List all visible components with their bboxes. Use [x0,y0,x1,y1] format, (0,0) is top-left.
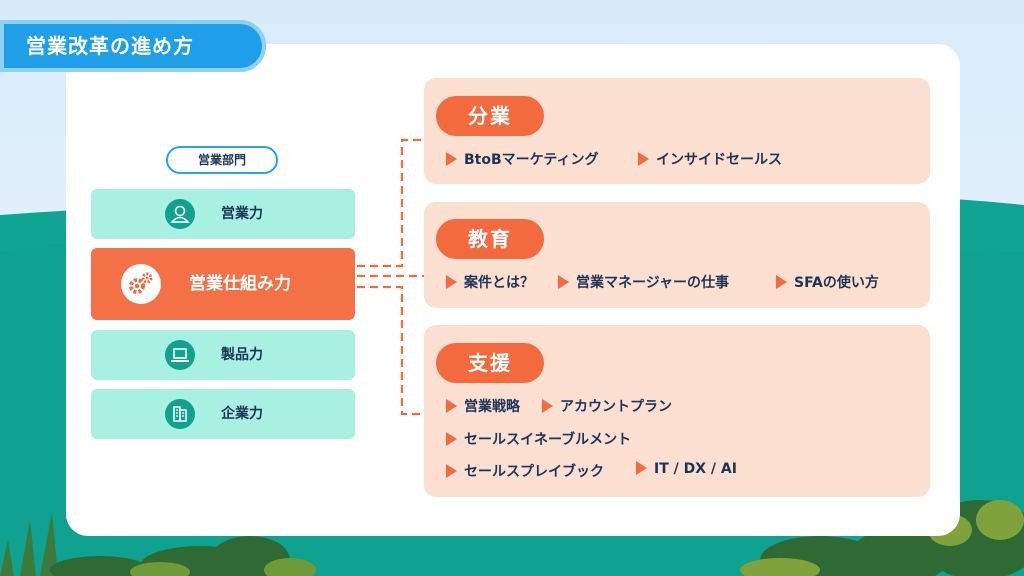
list-item: 営業マネージャーの仕事 [558,272,729,292]
building-icon [165,399,195,429]
left-item-product-power: 製品力 [91,330,355,380]
triangle-bullet-icon [542,399,553,413]
category-box-education: 教育 案件とは？ 営業マネージャーの仕事 SFAの使い方 [424,202,930,308]
category-pill: 支援 [436,343,544,383]
list-item: セールスイネーブルメント [446,429,631,449]
list-item: 案件とは？ [446,272,534,292]
triangle-bullet-icon [636,461,647,475]
left-item-sales-power: 営業力 [91,189,355,239]
laptop-icon [165,340,195,370]
list-item: SFAの使い方 [776,272,879,292]
list-item: 営業戦略 [446,396,520,416]
triangle-bullet-icon [446,152,457,166]
list-item: BtoBマーケティング [446,149,599,169]
list-item: セールスプレイブック [446,461,604,481]
category-box-division: 分業 BtoBマーケティング インサイドセールス [424,78,930,184]
left-item-label: 営業力 [221,206,263,222]
page-title: 営業改革の進め方 [26,34,194,58]
triangle-bullet-icon [776,275,787,289]
triangle-bullet-icon [446,432,457,446]
left-item-label: 製品力 [221,347,263,363]
category-box-support: 支援 営業戦略 アカウントプラン セールスイネーブルメント セールスプレイブック… [424,325,930,497]
gears-icon [121,264,161,304]
list-item: アカウントプラン [542,396,672,416]
triangle-bullet-icon [558,275,569,289]
triangle-bullet-icon [446,464,457,478]
triangle-bullet-icon [638,152,649,166]
category-pill: 分業 [436,96,544,136]
triangle-bullet-icon [446,399,457,413]
left-item-sales-system: 営業仕組み力 [91,248,355,320]
title-tab: 営業改革の進め方 [0,20,266,72]
list-item: IT / DX / AI [636,461,737,477]
department-label: 営業部門 [166,146,278,174]
category-pill: 教育 [436,219,544,259]
left-item-company-power: 企業力 [91,389,355,439]
list-item: インサイドセールス [638,149,782,169]
person-icon [165,199,195,229]
left-item-label: 企業力 [221,406,263,422]
triangle-bullet-icon [446,275,457,289]
left-item-label: 営業仕組み力 [189,274,291,294]
